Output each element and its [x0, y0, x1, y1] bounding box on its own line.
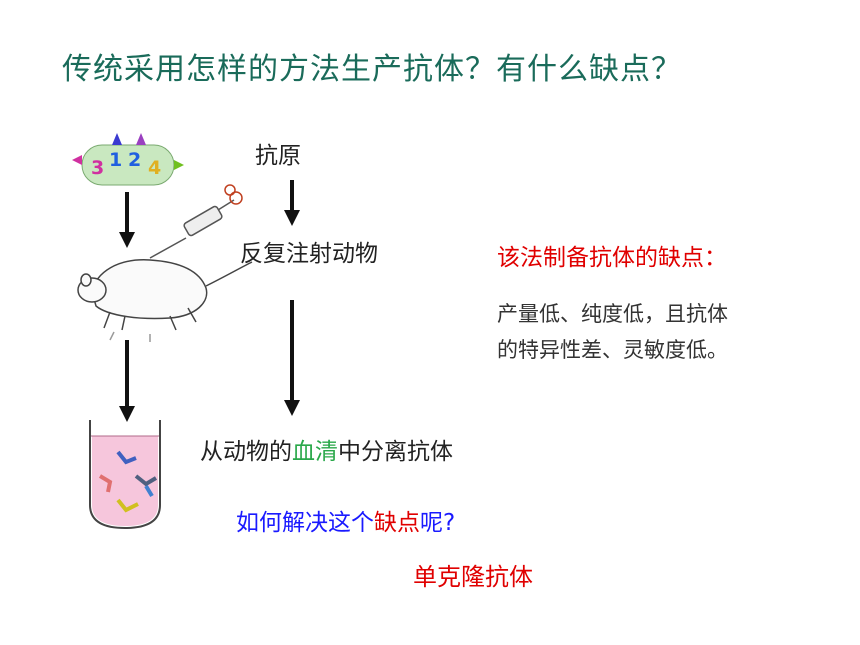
drawbacks-line-1: 产量低、纯度低，且抗体 — [497, 302, 728, 326]
separate-text-a: 从动物的 — [200, 439, 292, 465]
page-title: 传统采用怎样的方法生产抗体？有什么缺点？ — [62, 52, 682, 87]
antigen-particle-icon — [72, 133, 184, 186]
solution-question: 如何解决这个缺点呢? — [236, 503, 455, 537]
antigen-label-3: 3 — [91, 157, 104, 179]
step-separate-serum: 从动物的血清中分离抗体 — [200, 432, 453, 466]
drawbacks-heading: 该法制备抗体的缺点： — [497, 245, 727, 271]
question-keyword: 缺点 — [374, 510, 420, 536]
test-tube-icon — [89, 420, 161, 530]
separate-text-b: 中分离抗体 — [338, 439, 453, 465]
arrow-down-icon — [284, 300, 300, 416]
question-part-2: 呢? — [420, 510, 456, 536]
antigen-label-2: 2 — [128, 149, 141, 171]
step-antigen: 抗原 — [255, 143, 301, 169]
mouse-icon — [77, 259, 253, 342]
syringe-icon — [149, 184, 243, 259]
antibody-icon — [98, 450, 158, 513]
serum-term: 血清 — [292, 439, 338, 465]
antigen-label-1: 1 — [109, 149, 122, 171]
arrow-down-icon — [284, 180, 300, 226]
arrow-down-icon — [119, 192, 135, 248]
answer-monoclonal-antibody: 单克隆抗体 — [413, 563, 533, 591]
question-part-1: 如何解决这个 — [236, 510, 374, 536]
step-inject-animal: 反复注射动物 — [240, 241, 378, 267]
drawbacks-line-2: 的特异性差、灵敏度低。 — [497, 338, 728, 362]
arrow-down-icon — [119, 340, 135, 422]
antigen-label-4: 4 — [148, 157, 161, 179]
